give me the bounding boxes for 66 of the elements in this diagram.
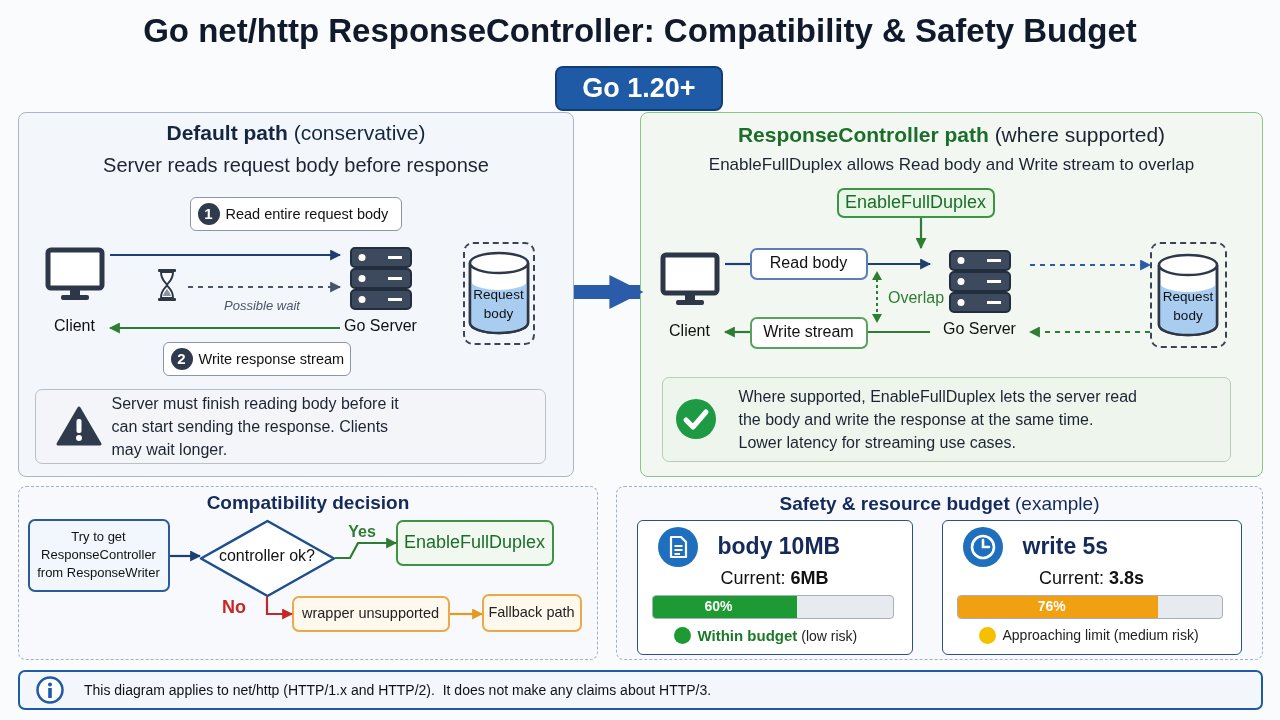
block-arrow: [574, 275, 644, 309]
panel: [18, 486, 598, 660]
note-box: [661, 376, 1231, 462]
arrow: [335, 537, 398, 560]
step-number: 2: [170, 347, 193, 370]
arrow: [723, 326, 750, 338]
arrow: [1030, 259, 1152, 271]
note-text: Server must finish reading body before it can start sending the response. Clients may wait longer.: [111, 393, 400, 460]
arrow: [108, 322, 340, 334]
device-label: Client: [53, 316, 96, 335]
panel-title: Default path (conservative): [165, 121, 427, 145]
arrow: [1028, 326, 1150, 338]
percent-label: 60%: [703, 597, 734, 614]
arrow: [868, 258, 932, 270]
arrow: [110, 249, 342, 261]
percent-label: 76%: [1036, 597, 1067, 614]
step-box: [162, 341, 351, 376]
diagram-title: Go net/http ResponseController: Compatibility & Safety Budget: [142, 12, 1138, 50]
step-box: [189, 196, 402, 231]
note-box: [34, 388, 546, 464]
step-label: Read entire request body: [225, 205, 389, 222]
budget-card: [941, 519, 1242, 655]
note-text: Where supported, EnableFullDuplex lets the server read the body and write the response at the same time. Lower latency for streaming use cases.: [738, 386, 1138, 453]
dashed-frame: [1149, 241, 1227, 348]
arrow: [265, 597, 294, 620]
panel-title: ResponseController path (where supported): [736, 123, 1167, 147]
budget-limit: body 10MB: [717, 532, 841, 560]
version-badge: Go 1.20+: [557, 68, 721, 109]
panel-title: Safety & resource budget (example): [778, 493, 1101, 515]
process-box: Read body: [749, 247, 868, 280]
process-box: EnableFullDuplex: [836, 187, 995, 218]
arrow: [450, 608, 484, 620]
process-box: Fallback path: [481, 593, 582, 632]
arrow: [170, 550, 202, 562]
status-text: Within budget (low risk): [697, 626, 858, 644]
process-box: Try to get ResponseController from ResponseWriter: [27, 518, 170, 592]
panel-subtitle: Server reads request body before response: [102, 154, 490, 177]
decision-label: controller ok?: [217, 547, 316, 565]
process-box: Write stream: [749, 316, 868, 349]
device-label: Client: [668, 321, 711, 340]
info-bar: [18, 670, 1263, 710]
footer-note: This diagram applies to net/http (HTTP/1.x and HTTP/2). It does not make any claims about HTTP/3.: [84, 682, 712, 698]
device-label: Go Server: [343, 316, 418, 335]
panel-subtitle: EnableFullDuplex allows Read body and Write stream to overlap: [707, 155, 1196, 175]
arrow: [915, 218, 927, 250]
process-box: wrapper unsupported: [291, 595, 450, 632]
panel: [640, 112, 1263, 477]
dashed-frame: [462, 241, 535, 345]
budget-card: [636, 519, 913, 655]
budget-limit: write 5s: [1022, 532, 1109, 560]
connector-line: [868, 330, 930, 334]
panel: [18, 112, 574, 477]
storage-label: Request body: [472, 286, 525, 323]
overlap-label: Overlap: [888, 289, 945, 307]
step-number: 1: [197, 202, 220, 225]
status-text: Approaching limit (medium risk): [1002, 626, 1199, 643]
current-usage: Current: 3.8s: [1037, 567, 1146, 589]
arrow: [188, 281, 342, 293]
panel-title: Compatibility decision: [205, 492, 411, 514]
panel: [616, 486, 1263, 660]
current-usage: Current: 6MB: [719, 567, 830, 589]
connector-line: [725, 262, 750, 266]
process-box: EnableFullDuplex: [395, 519, 554, 566]
device-label: Go Server: [942, 319, 1017, 338]
step-label: Write response stream: [198, 350, 345, 367]
storage-label: Request body: [1161, 287, 1215, 325]
